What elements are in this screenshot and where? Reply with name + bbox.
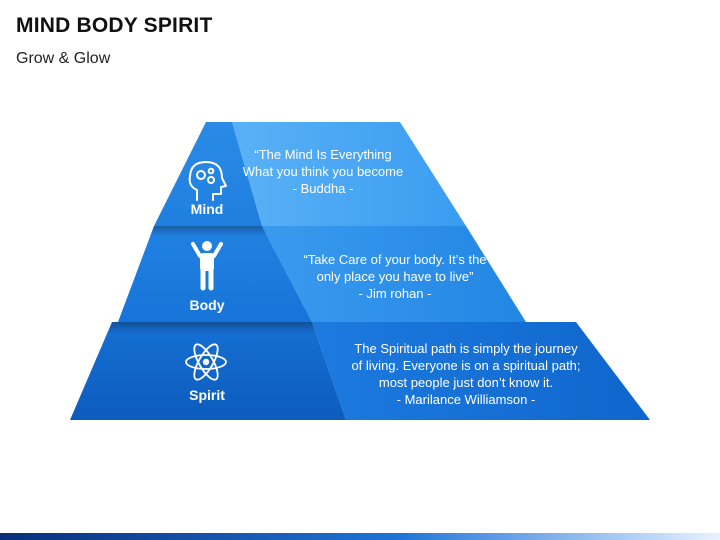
quote-line: What you think you become bbox=[242, 164, 404, 179]
person-arms-up-icon bbox=[191, 241, 223, 291]
quote-line: only place you have to live” bbox=[316, 269, 474, 284]
bottom-accent-bar bbox=[0, 533, 720, 540]
quote-line: most people just don’t know it. bbox=[378, 375, 554, 390]
page-title: MIND BODY SPIRIT bbox=[16, 14, 213, 37]
body-label: Body bbox=[189, 297, 225, 313]
quote-line: The Spiritual path is simply the journey bbox=[354, 341, 578, 356]
quote-line: “The Mind Is Everything bbox=[254, 147, 392, 162]
spirit-label: Spirit bbox=[189, 387, 225, 403]
mind-label: Mind bbox=[190, 201, 224, 217]
quote-author: - Jim rohan - bbox=[358, 286, 432, 301]
page-subtitle: Grow & Glow bbox=[16, 50, 111, 67]
spirit-quote: The Spiritual path is simply the journey… bbox=[336, 340, 596, 408]
mind-quote-panel bbox=[232, 122, 466, 226]
head-gears-icon bbox=[188, 161, 227, 201]
body-tier bbox=[118, 226, 312, 322]
quote-author: - Buddha - bbox=[292, 181, 354, 196]
spirit-quote-panel bbox=[312, 322, 650, 420]
mind-tier bbox=[154, 122, 262, 226]
body-quote: “Take Care of your body. It’s the only p… bbox=[294, 251, 496, 302]
mind-quote: “The Mind Is Everything What you think y… bbox=[228, 146, 418, 197]
atom-icon bbox=[185, 343, 227, 381]
spirit-tier-shadow bbox=[108, 322, 316, 334]
quote-author: - Marilance Williamson - bbox=[396, 392, 536, 407]
body-quote-panel bbox=[262, 226, 526, 322]
quote-line: of living. Everyone is on a spiritual pa… bbox=[351, 358, 581, 373]
quote-line: “Take Care of your body. It’s the bbox=[303, 252, 487, 267]
body-tier-shadow bbox=[150, 226, 268, 236]
